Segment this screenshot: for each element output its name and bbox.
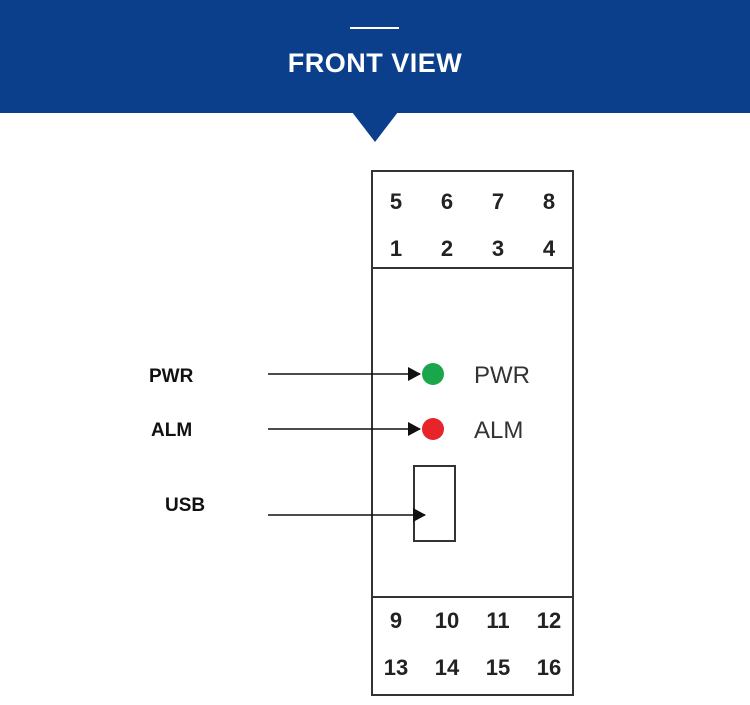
terminal-3: 3 <box>492 236 504 261</box>
header-banner: FRONT VIEW <box>0 0 750 113</box>
pwr-led <box>422 363 444 385</box>
terminal-4: 4 <box>543 236 556 261</box>
terminal-12: 12 <box>537 608 561 633</box>
banner-pointer <box>352 112 398 142</box>
terminal-1: 1 <box>390 236 402 261</box>
page-title: FRONT VIEW <box>287 48 463 78</box>
terminal-9: 9 <box>390 608 402 633</box>
pwr-led-label: PWR <box>474 362 530 389</box>
terminal-7: 7 <box>492 189 504 214</box>
top-terminal-block: 5 6 7 8 1 2 3 4 <box>390 189 556 261</box>
terminal-6: 6 <box>441 189 453 214</box>
usb-callout-label: USB <box>165 495 205 516</box>
terminal-11: 11 <box>486 608 509 633</box>
terminal-8: 8 <box>543 189 555 214</box>
terminal-5: 5 <box>390 189 402 214</box>
terminal-14: 14 <box>435 655 460 680</box>
terminal-16: 16 <box>537 655 561 680</box>
terminal-2: 2 <box>441 236 453 261</box>
usb-port <box>413 465 456 542</box>
alm-led-label: ALM <box>474 417 523 444</box>
terminal-15: 15 <box>486 655 510 680</box>
module-body <box>371 170 574 696</box>
title-rule <box>350 27 399 29</box>
pwr-callout-label: PWR <box>149 366 194 387</box>
alm-led <box>422 418 444 440</box>
alm-callout-label: ALM <box>151 420 192 441</box>
terminal-13: 13 <box>384 655 408 680</box>
bottom-terminal-block: 9 10 11 12 13 14 15 16 <box>384 608 561 680</box>
terminal-10: 10 <box>435 608 459 633</box>
